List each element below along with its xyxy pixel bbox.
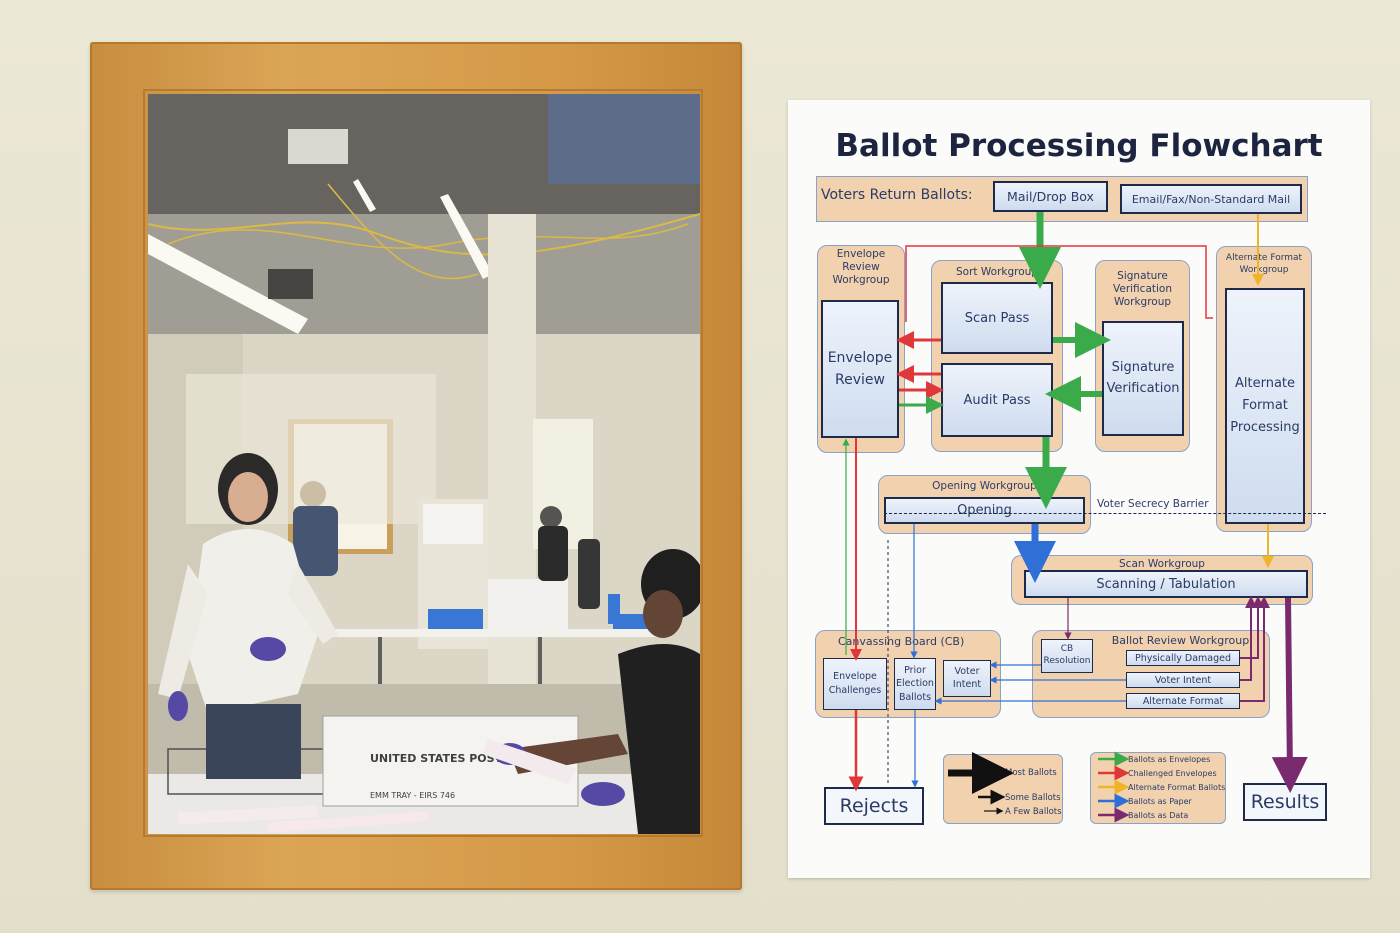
envelope-review-box: Envelope Review — [821, 300, 899, 438]
scanning-tabulation-box: Scanning / Tabulation — [1024, 570, 1308, 598]
mail-drop-box: Mail/Drop Box — [993, 181, 1108, 212]
alt-group-label: Alternate Format Workgroup — [1225, 253, 1303, 275]
results-box: Results — [1243, 783, 1327, 821]
window-view: UNITED STATES POSTAL SERVICE EMM TRAY - … — [148, 94, 700, 834]
legend-paper: Ballots as Paper — [1128, 797, 1192, 806]
legend-most-ballots: Most Ballots — [1005, 768, 1057, 778]
legend-challenged: Challenged Envelopes — [1128, 769, 1217, 778]
rejects-box: Rejects — [824, 787, 924, 825]
sort-group-label: Sort Workgroup — [956, 266, 1038, 278]
envelope-challenges-box: Envelope Challenges — [823, 658, 887, 710]
prior-ballots-box: Prior Election Ballots — [894, 658, 936, 710]
canvass-group-label: Canvassing Board (CB) — [838, 635, 965, 648]
room-scene: UNITED STATES POSTAL SERVICE EMM TRAY - … — [148, 94, 700, 834]
opening-group-label: Opening Workgroup — [932, 480, 1037, 492]
legend-envelopes: Ballots as Envelopes — [1128, 755, 1211, 764]
envelope-group-label: Envelope Review Workgroup — [832, 248, 890, 287]
legend-few-ballots: A Few Ballots — [1005, 807, 1062, 817]
voters-return-label: Voters Return Ballots: — [821, 187, 973, 203]
window-inner-trim — [143, 89, 703, 837]
secrecy-barrier-line — [884, 513, 1326, 514]
review-group-label: Ballot Review Workgroup — [1111, 634, 1250, 647]
opening-box: Opening — [884, 497, 1085, 524]
poster-title: Ballot Processing Flowchart — [835, 128, 1323, 164]
legend-some-ballots: Some Ballots — [1005, 793, 1061, 803]
flowchart-poster: Ballot Processing Flowchart Voters Retur… — [788, 100, 1370, 878]
legend-data: Ballots as Data — [1128, 811, 1189, 820]
scan-group-label: Scan Workgroup — [1119, 558, 1205, 570]
alternate-format-box: Alternate Format Processing — [1225, 288, 1305, 524]
physically-damaged-box: Physically Damaged — [1126, 650, 1240, 666]
alternate-format-review-box: Alternate Format — [1126, 693, 1240, 709]
scan-pass-box: Scan Pass — [941, 282, 1053, 354]
signature-verification-box: Signature Verification — [1102, 321, 1184, 436]
secrecy-barrier-label: Voter Secrecy Barrier — [1097, 498, 1209, 510]
voter-intent-box: Voter Intent — [1126, 672, 1240, 688]
tray-label-2: EMM TRAY - EIRS 746 — [370, 791, 455, 800]
legend-alternate: Alternate Format Ballots — [1128, 783, 1226, 792]
email-fax-box: Email/Fax/Non-Standard Mail — [1120, 184, 1302, 214]
signature-group-label: Signature Verification Workgroup — [1113, 270, 1172, 309]
voter-intent-cb-box: Voter Intent — [943, 660, 991, 697]
arrow-scan-to-results — [1271, 597, 1308, 793]
audit-pass-box: Audit Pass — [941, 363, 1053, 437]
cb-resolution-box: CB Resolution — [1041, 639, 1093, 673]
